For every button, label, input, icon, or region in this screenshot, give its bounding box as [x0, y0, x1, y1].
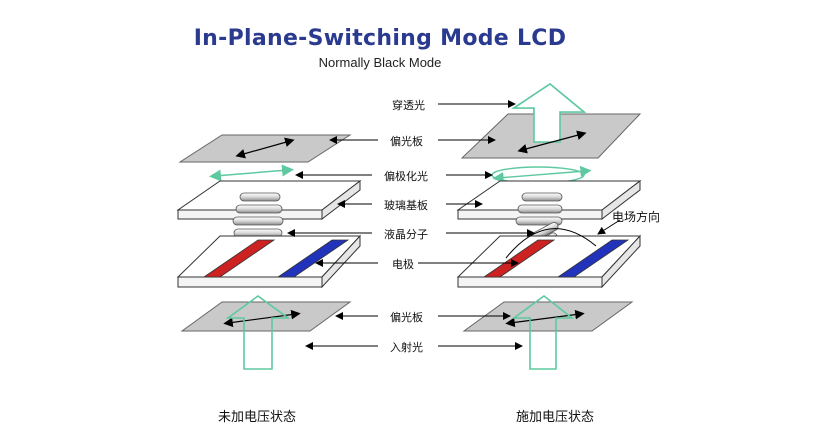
label-polarized-light: 偏极化光	[384, 170, 428, 183]
left-incident-light-arrow	[225, 295, 291, 370]
label-incident-light: 入射光	[390, 341, 423, 354]
right-stack	[456, 83, 642, 370]
label-glass-substrate: 玻璃基板	[384, 199, 428, 212]
label-liquid-crystal: 液晶分子	[384, 228, 428, 241]
right-red-electrode	[482, 239, 556, 278]
caption-voltage-applied: 施加电压状态	[516, 410, 595, 425]
label-electrode: 电极	[392, 258, 414, 271]
label-top-polarizer: 偏光板	[390, 135, 423, 148]
label-transmitted-light: 穿透光	[392, 99, 425, 112]
label-leaders	[287, 100, 535, 350]
diagram-subtitle: Normally Black Mode	[318, 55, 442, 70]
right-blue-electrode	[556, 239, 630, 278]
left-top-polarizer-axis	[235, 137, 295, 159]
caption-no-voltage: 未加电压状态	[218, 410, 297, 425]
label-field-direction: 电场方向	[612, 210, 661, 224]
left-bottom-polarizer	[180, 301, 352, 332]
left-blue-electrode	[276, 239, 350, 278]
right-top-polarizer-axis	[517, 130, 587, 154]
left-red-electrode	[202, 239, 276, 278]
right-electric-field-arc	[505, 228, 597, 259]
diagram-title: In-Plane-Switching Mode LCD	[193, 26, 567, 51]
label-bottom-polarizer: 偏光板	[390, 311, 423, 324]
left-polarized-light-arrow	[209, 164, 294, 182]
right-incident-light-arrow	[511, 294, 575, 370]
left-stack	[176, 134, 362, 370]
